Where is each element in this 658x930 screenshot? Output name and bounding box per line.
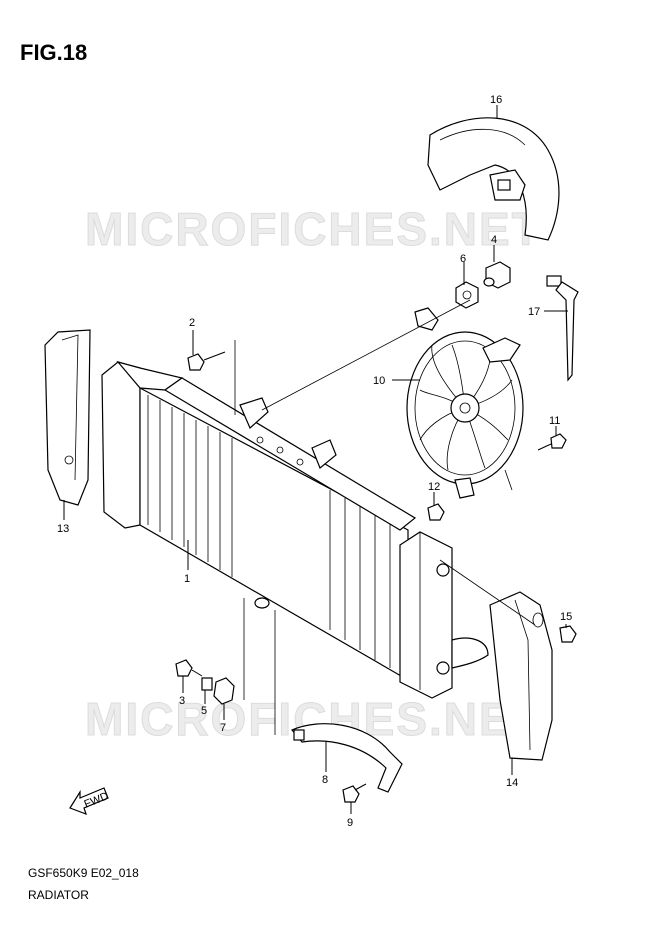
wire-clamp [546, 275, 579, 382]
label-15: 15 [560, 611, 572, 623]
label-5: 5 [201, 705, 207, 717]
label-10: 10 [373, 375, 385, 387]
label-1: 1 [184, 573, 190, 585]
label-11: 11 [549, 415, 560, 427]
right-side-cover [489, 591, 553, 761]
label-4: 4 [491, 234, 497, 246]
label-17: 17 [528, 306, 540, 318]
fwd-label: FWD [83, 790, 111, 811]
fan-bolt [537, 433, 567, 451]
cover-bolt [559, 625, 577, 643]
cooling-fan [406, 307, 524, 499]
figure-title: FIG.18 [20, 40, 88, 65]
fan-nut [455, 281, 479, 309]
watermark-top: MICROFICHES.NET [85, 203, 542, 255]
watermark-bottom: MICROFICHES.NET [85, 693, 542, 745]
diagram-name: RADIATOR [28, 888, 89, 902]
radiator-bolt [187, 351, 226, 371]
label-16: 16 [490, 94, 502, 106]
label-14: 14 [506, 777, 518, 789]
diagram-code: GSF650K9 E02_018 [28, 866, 139, 880]
bracket-bolt [342, 783, 367, 803]
fan-shroud-cover [427, 117, 560, 241]
radiator-core [101, 360, 489, 699]
left-side-cover [44, 329, 91, 506]
part-number-labels: 1 2 3 4 5 6 7 8 9 10 11 12 13 14 15 16 1… [57, 94, 572, 829]
grommet [213, 677, 235, 705]
label-7: 7 [220, 722, 226, 734]
fwd-arrow-icon: FWD [69, 787, 111, 816]
leader-lines [63, 105, 568, 814]
mount-bolt [175, 659, 203, 677]
rubber-cap [483, 261, 511, 289]
collar [201, 677, 213, 691]
clip-nut [427, 503, 445, 521]
label-2: 2 [189, 317, 195, 329]
label-6: 6 [460, 253, 466, 265]
label-9: 9 [347, 817, 353, 829]
label-13: 13 [57, 523, 69, 535]
label-3: 3 [179, 695, 185, 707]
label-12: 12 [428, 481, 440, 493]
label-8: 8 [322, 774, 328, 786]
lower-bracket [291, 723, 403, 793]
